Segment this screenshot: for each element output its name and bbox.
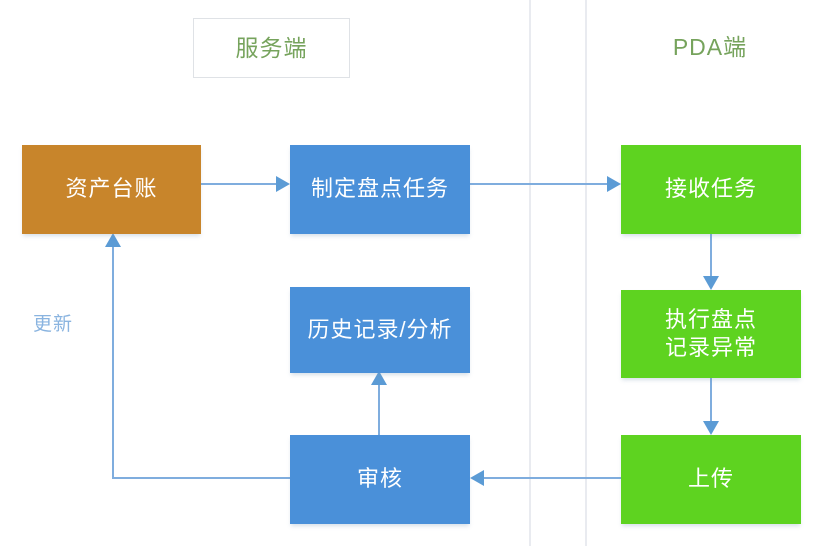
arrowhead-upload-to-review (470, 470, 484, 486)
edge-review-to-ledger-horizontal (112, 477, 290, 479)
arrowhead-review-to-history (371, 371, 387, 385)
edge-label-update: 更新 (33, 314, 74, 335)
arrowhead-review-to-ledger (105, 233, 121, 247)
arrowhead-ledger-to-create-task (276, 176, 290, 192)
edge-review-to-ledger-vertical (112, 247, 114, 478)
edge-create-task-to-receive-task (470, 183, 608, 185)
edge-review-to-history (378, 385, 380, 435)
node-asset-ledger[interactable]: 资产台账 (22, 145, 201, 234)
edge-ledger-to-create-task (201, 183, 277, 185)
node-history-analysis[interactable]: 历史记录/分析 (290, 287, 470, 373)
node-receive-task[interactable]: 接收任务 (621, 145, 801, 234)
lane-title-pda: PDA端 (672, 34, 748, 60)
arrowhead-receive-task-to-execute (703, 276, 719, 290)
node-create-task[interactable]: 制定盘点任务 (290, 145, 470, 234)
lane-separator-left (529, 0, 531, 546)
edge-execute-to-upload (710, 378, 712, 422)
lane-separator-right (585, 0, 587, 546)
edge-receive-task-to-execute (710, 234, 712, 277)
node-execute-inventory[interactable]: 执行盘点 记录异常 (621, 290, 801, 378)
arrowhead-create-task-to-receive-task (607, 176, 621, 192)
edge-upload-to-review (484, 477, 621, 479)
node-review[interactable]: 审核 (290, 435, 470, 524)
arrowhead-execute-to-upload (703, 421, 719, 435)
lane-title-server: 服务端 (193, 18, 350, 78)
node-upload[interactable]: 上传 (621, 435, 801, 524)
